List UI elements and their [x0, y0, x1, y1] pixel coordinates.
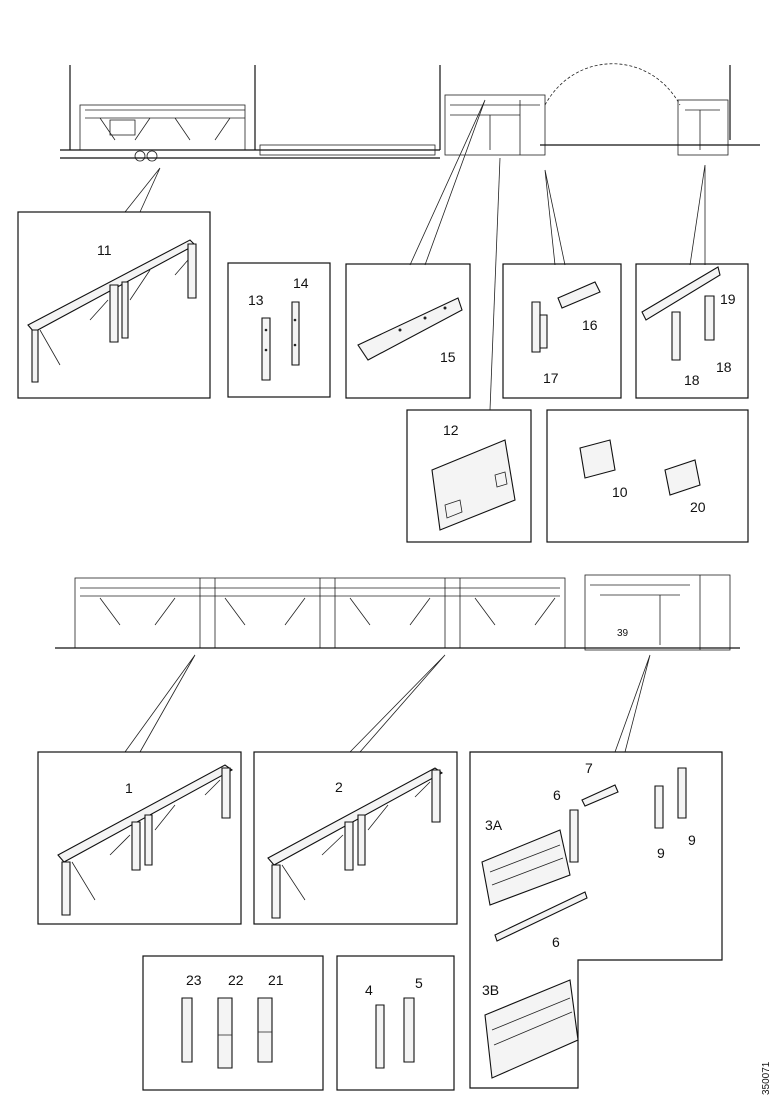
- callout-box-18-19: 19 18 18: [635, 263, 749, 399]
- callout-box-12: 12: [406, 409, 532, 543]
- middle-overview: 39: [55, 574, 740, 753]
- callout-box-13-14: 13 14: [227, 262, 331, 398]
- callout-box-10-20: 10 20: [546, 409, 749, 543]
- drawing-code: 350071: [761, 1061, 772, 1095]
- label-1: 1: [125, 780, 133, 796]
- label-16: 16: [582, 317, 598, 333]
- label-14: 14: [293, 275, 309, 291]
- callout-box-16-17: 16 17: [502, 263, 622, 399]
- label-22: 22: [228, 972, 244, 988]
- label-3A: 3A: [485, 817, 503, 833]
- label-7: 7: [585, 760, 593, 776]
- label-19: 19: [720, 291, 736, 307]
- callout-box-2: 2: [253, 751, 458, 925]
- label-3B: 3B: [482, 982, 499, 998]
- label-10: 10: [612, 484, 628, 500]
- label-5: 5: [415, 975, 423, 991]
- label-20: 20: [690, 499, 706, 515]
- callout-box-1: 1: [37, 751, 242, 925]
- label-23: 23: [186, 972, 202, 988]
- upper-overview: [60, 63, 760, 411]
- label-9b: 9: [688, 832, 696, 848]
- callout-box-15: 15: [345, 263, 471, 399]
- label-18a: 18: [684, 372, 700, 388]
- label-17: 17: [543, 370, 559, 386]
- label-2: 2: [335, 779, 343, 795]
- label-6a: 6: [553, 787, 561, 803]
- label-18b: 18: [716, 359, 732, 375]
- label-21: 21: [268, 972, 284, 988]
- callout-box-4-5: 4 5: [336, 955, 455, 1091]
- callout-box-3A-3B: 7 6 3A 9 9 6 3B: [469, 751, 723, 1089]
- label-4: 4: [365, 982, 373, 998]
- label-39: 39: [617, 628, 629, 639]
- label-6b: 6: [552, 934, 560, 950]
- label-11: 11: [97, 242, 112, 258]
- callout-box-11: 11: [17, 211, 211, 399]
- callout-box-21-22-23: 23 22 21: [142, 955, 324, 1091]
- label-15: 15: [440, 349, 456, 365]
- label-13: 13: [248, 292, 264, 308]
- label-9a: 9: [657, 845, 665, 861]
- label-12: 12: [443, 422, 459, 438]
